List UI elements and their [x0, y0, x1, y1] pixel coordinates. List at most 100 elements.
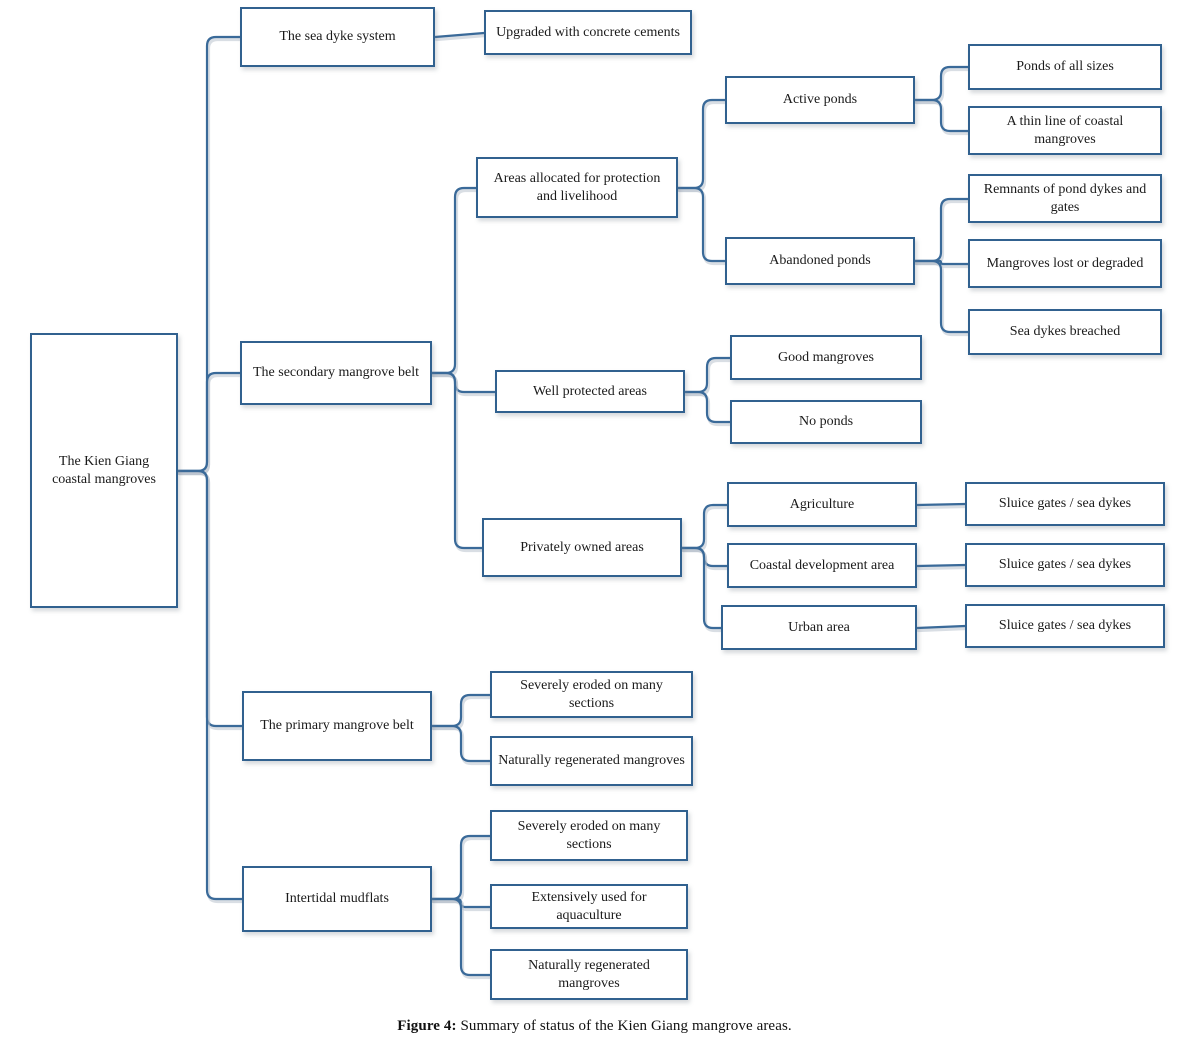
connector — [913, 197, 970, 263]
node-label-urban-area: Urban area — [788, 619, 850, 635]
connector — [430, 371, 484, 550]
connector — [176, 371, 242, 473]
connector-shadow — [177, 37, 244, 476]
connector-shadow — [677, 100, 729, 193]
node-label-mangroves-lost: Mangroves lost or degraded — [986, 255, 1144, 271]
node-abandoned-ponds: Abandoned ponds — [725, 237, 915, 285]
node-remnants-pond: Remnants of pond dykes and gates — [968, 174, 1162, 223]
node-agriculture: Agriculture — [727, 482, 917, 527]
connector-shadow — [681, 548, 731, 571]
connector — [176, 35, 242, 473]
connector — [913, 259, 970, 334]
node-root: The Kien Giang coastal mangroves — [30, 333, 178, 608]
connector — [680, 546, 723, 630]
connector-shadow — [431, 899, 494, 980]
connector-shadow — [916, 504, 969, 510]
node-label-sea-dykes-breached: Sea dykes breached — [1009, 324, 1121, 340]
connector — [430, 897, 492, 909]
connector — [430, 897, 492, 977]
connector — [915, 563, 967, 568]
connector — [913, 259, 970, 266]
node-label-thin-line-coastal: A thin line of coastal mangroves — [1006, 114, 1124, 147]
node-privately-owned: Privately owned areas — [482, 518, 682, 577]
connector-shadow — [684, 392, 734, 427]
connector-shadow — [431, 373, 499, 397]
node-label-mf-eroded: Severely eroded on many sections — [517, 819, 661, 852]
connector-shadow — [431, 188, 480, 378]
connector — [430, 724, 492, 763]
node-label-privately-owned: Privately owned areas — [520, 539, 644, 555]
node-label-sluice-3: Sluice gates / sea dykes — [998, 618, 1132, 634]
connector-shadow — [914, 100, 972, 136]
node-areas-allocated: Areas allocated for protection and livel… — [476, 157, 678, 218]
connector — [176, 469, 244, 728]
node-primary-belt: The primary mangrove belt — [242, 691, 432, 761]
node-label-active-ponds: Active ponds — [782, 92, 858, 108]
node-label-pb-regenerated: Naturally regenerated mangroves — [498, 753, 685, 769]
connector — [915, 624, 967, 630]
node-sluice-3: Sluice gates / sea dykes — [965, 604, 1165, 648]
connector-shadow — [177, 471, 246, 731]
node-mudflats: Intertidal mudflats — [242, 866, 432, 932]
connector — [176, 469, 244, 901]
node-pb-eroded: Severely eroded on many sections — [490, 671, 693, 718]
connector-shadow — [677, 188, 729, 266]
connector — [430, 371, 497, 394]
connector — [676, 186, 727, 263]
node-label-ponds-all-sizes: Ponds of all sizes — [1016, 59, 1114, 75]
connector — [915, 502, 967, 507]
node-sea-dykes-breached: Sea dykes breached — [968, 309, 1162, 355]
node-upgraded: Upgraded with concrete cements — [484, 10, 692, 55]
connector-shadow — [914, 67, 972, 105]
connector-shadow — [681, 505, 731, 553]
node-mf-regenerated: Naturally regenerated mangroves — [490, 949, 688, 1000]
node-label-remnants-pond: Remnants of pond dykes and gates — [983, 182, 1147, 215]
connector-shadow — [431, 836, 494, 904]
node-label-areas-allocated: Areas allocated for protection and livel… — [493, 171, 661, 204]
connector — [683, 390, 732, 424]
node-label-well-protected: Well protected areas — [533, 383, 647, 399]
node-mf-eroded: Severely eroded on many sections — [490, 810, 688, 861]
connector — [433, 31, 486, 39]
connector — [913, 65, 970, 102]
node-sluice-2: Sluice gates / sea dykes — [965, 543, 1165, 587]
node-thin-line-coastal: A thin line of coastal mangroves — [968, 106, 1162, 155]
node-well-protected: Well protected areas — [495, 370, 685, 413]
node-label-agriculture: Agriculture — [789, 496, 855, 512]
node-secondary-belt: The secondary mangrove belt — [240, 341, 432, 405]
node-label-good-mangroves: Good mangroves — [777, 349, 875, 365]
node-label-no-ponds: No ponds — [798, 414, 854, 430]
node-mf-aquaculture: Extensively used for aquaculture — [490, 884, 688, 929]
node-sluice-1: Sluice gates / sea dykes — [965, 482, 1165, 526]
connector — [680, 546, 729, 568]
node-good-mangroves: Good mangroves — [730, 335, 922, 380]
figure-caption-label: Figure 4: — [397, 1018, 457, 1034]
node-label-root: The Kien Giang coastal mangroves — [52, 454, 156, 487]
connector-shadow — [914, 261, 972, 269]
connector — [683, 356, 732, 394]
figure-caption-text: Summary of status of the Kien Giang mang… — [456, 1018, 792, 1034]
node-pb-regenerated: Naturally regenerated mangroves — [490, 736, 693, 786]
node-label-primary-belt: The primary mangrove belt — [260, 718, 414, 734]
connector — [430, 834, 492, 901]
node-mangroves-lost: Mangroves lost or degraded — [968, 239, 1162, 288]
connector — [430, 186, 478, 375]
node-label-mudflats: Intertidal mudflats — [285, 891, 389, 907]
node-urban-area: Urban area — [721, 605, 917, 650]
connector-shadow — [431, 899, 494, 912]
node-label-abandoned-ponds: Abandoned ponds — [769, 253, 871, 269]
node-label-mf-regenerated: Naturally regenerated mangroves — [528, 958, 650, 991]
connector — [676, 98, 727, 190]
node-label-sluice-2: Sluice gates / sea dykes — [998, 557, 1132, 573]
connector — [430, 693, 492, 728]
connector-shadow — [916, 626, 969, 633]
node-label-sea-dyke: The sea dyke system — [279, 29, 396, 45]
connector — [913, 98, 970, 133]
node-sea-dyke: The sea dyke system — [240, 7, 435, 67]
node-no-ponds: No ponds — [730, 400, 922, 444]
connector-shadow — [177, 471, 246, 904]
connector-shadow — [431, 373, 486, 553]
connector-shadow — [916, 565, 969, 571]
node-label-sluice-1: Sluice gates / sea dykes — [998, 496, 1132, 512]
